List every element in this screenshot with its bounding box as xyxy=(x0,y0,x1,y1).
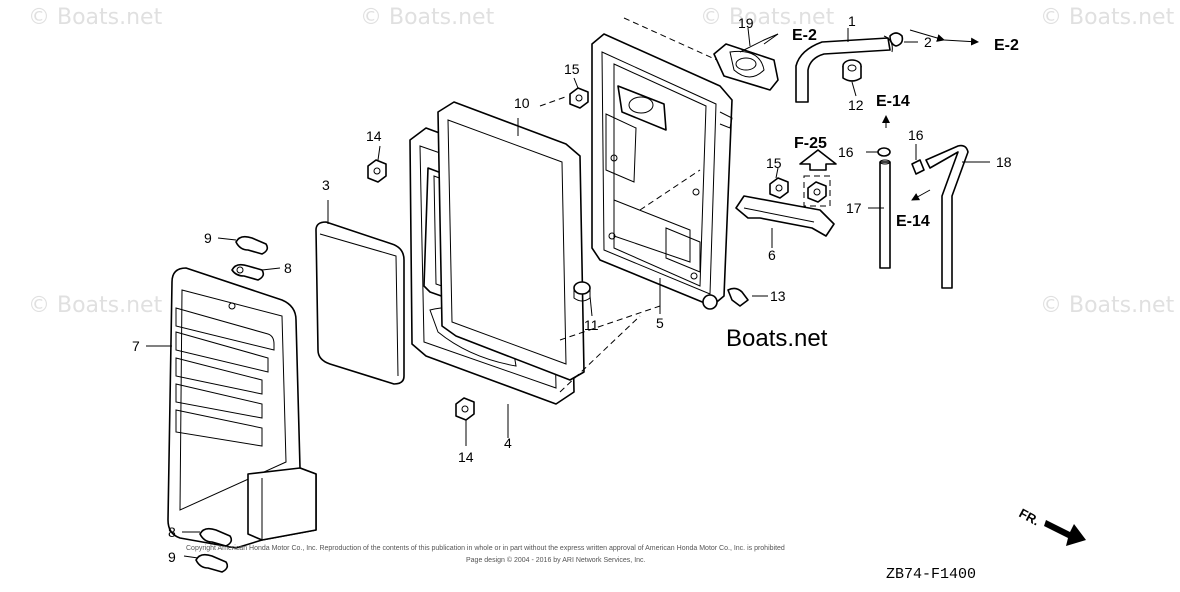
watermark-text: © Boats.net xyxy=(700,5,835,30)
ref-e2-right: E-2 xyxy=(994,37,1019,54)
nut-part-15-reference xyxy=(807,181,827,203)
watermark-text: © Boats.net xyxy=(1040,5,1175,30)
nut-part-14 xyxy=(455,397,475,421)
callout-16-left: 16 xyxy=(838,144,854,160)
callout-15-top: 15 xyxy=(564,61,580,77)
front-label: FR. xyxy=(1017,505,1043,528)
ref-e2-top: E-2 xyxy=(792,27,817,44)
callout-11: 11 xyxy=(584,317,599,333)
copyright-line-1: Copyright American Honda Motor Co., Inc.… xyxy=(186,545,785,552)
ref-f25: F-25 xyxy=(794,135,827,152)
callout-15-right: 15 xyxy=(766,155,782,171)
nut-part-15 xyxy=(769,177,789,199)
callout-14-top: 14 xyxy=(366,128,382,144)
callout-8-top: 8 xyxy=(284,260,292,276)
foam-filter-part-3 xyxy=(315,221,405,385)
callout-5: 5 xyxy=(656,315,664,331)
callout-6: 6 xyxy=(768,247,776,263)
diagram-code: ZB74-F1400 xyxy=(886,566,976,583)
callout-10: 10 xyxy=(514,95,530,111)
ref-e14-bottom: E-14 xyxy=(896,213,930,230)
gasket-part-19 xyxy=(713,43,779,91)
clip-part-9 xyxy=(195,553,229,573)
watermark-text: © Boats.net xyxy=(28,5,163,30)
nut-part-14 xyxy=(367,159,387,183)
callout-9-bottom: 9 xyxy=(168,549,176,565)
callout-18: 18 xyxy=(996,154,1012,170)
gasket-part-10 xyxy=(437,101,585,381)
cover-part-7 xyxy=(167,267,317,549)
tube-part-18 xyxy=(925,144,969,289)
tube-part-17 xyxy=(879,159,891,269)
callout-13: 13 xyxy=(770,288,786,304)
clip-part-9 xyxy=(235,235,269,255)
callout-16-right: 16 xyxy=(908,127,924,143)
nut-part-15 xyxy=(569,87,589,109)
bracket-part-6 xyxy=(735,195,835,237)
callout-2: 2 xyxy=(924,34,932,50)
clip-part-16 xyxy=(877,147,891,157)
callout-8-bottom: 8 xyxy=(168,524,176,540)
callout-7: 7 xyxy=(132,338,140,354)
grommet-part-12 xyxy=(842,59,862,82)
clip-part-16 xyxy=(911,159,925,175)
clip-part-8 xyxy=(199,527,233,547)
callout-4: 4 xyxy=(504,435,512,451)
reference-labels: E-2 E-2 E-14 E-14 F-25 xyxy=(792,27,1019,230)
reference-arrow-f25 xyxy=(799,149,837,207)
clip-part-2 xyxy=(889,32,904,47)
copyright-line-2: Page design © 2004 - 2016 by ARI Network… xyxy=(466,556,646,564)
watermark-text: © Boats.net xyxy=(360,5,495,30)
callout-9-top: 9 xyxy=(204,230,212,246)
callout-1: 1 xyxy=(848,13,856,29)
leader-lines xyxy=(146,27,990,559)
callout-17: 17 xyxy=(846,200,862,216)
ref-e14-top: E-14 xyxy=(876,93,910,110)
watermark-text: © Boats.net xyxy=(1040,293,1175,318)
brand-overlay-text: Boats.net xyxy=(726,325,828,352)
callout-numbers: 1 2 3 4 5 6 7 8 8 9 9 10 11 12 13 14 14 … xyxy=(132,13,1012,565)
callout-14-bottom: 14 xyxy=(458,449,474,465)
callout-12: 12 xyxy=(848,97,864,113)
front-direction-marker: FR. xyxy=(1017,505,1086,546)
front-arrow-icon xyxy=(1044,520,1086,546)
callout-3: 3 xyxy=(322,177,330,193)
collar-part-11 xyxy=(573,281,591,302)
clip-part-8 xyxy=(231,263,265,281)
callout-19: 19 xyxy=(738,15,754,31)
clamp-part-13 xyxy=(702,287,749,310)
watermark-text: © Boats.net xyxy=(28,293,163,318)
watermark-group: © Boats.net © Boats.net © Boats.net © Bo… xyxy=(28,5,1175,318)
